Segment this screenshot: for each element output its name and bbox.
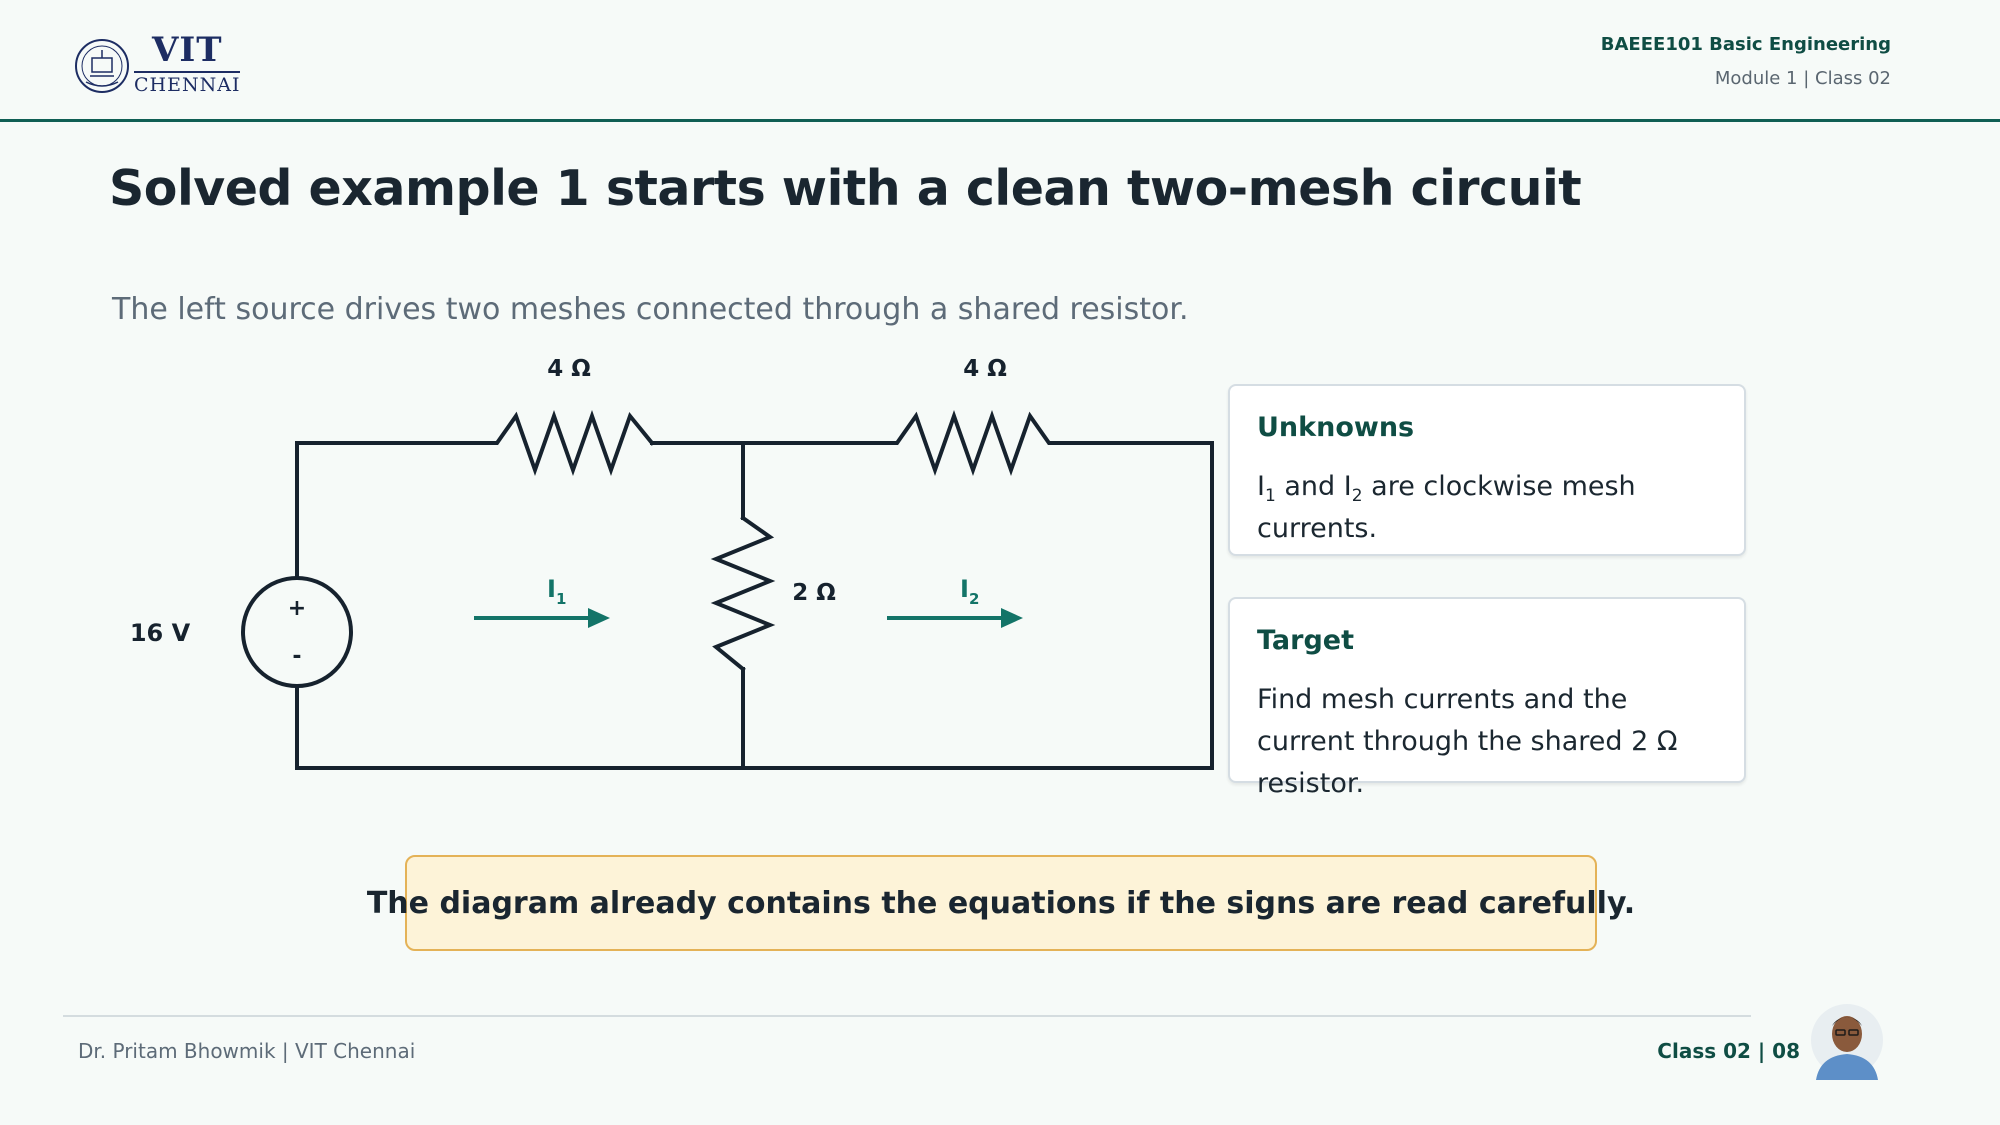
resistor-top-left: [480, 409, 655, 477]
vit-emblem-icon: [75, 39, 129, 93]
callout-text: The diagram already contains the equatio…: [366, 885, 1636, 921]
resistor-top-right-label: 4 Ω: [963, 356, 1007, 382]
target-heading: Target: [1257, 625, 1355, 656]
callout-box: [405, 855, 1597, 951]
logo-chennai-text: CHENNAI: [134, 74, 241, 96]
course-name: BAEEE101 Basic Engineering: [1600, 34, 1891, 55]
voltage-source: [241, 576, 353, 688]
footer-author: Dr. Pritam Bhowmik | VIT Chennai: [78, 1039, 416, 1063]
two-mesh-circuit-diagram: + - 16 V 4 Ω 4 Ω 2 Ω I1 I2: [130, 356, 1214, 770]
mesh-2-label: I2: [960, 575, 979, 608]
resistor-top-left-label: 4 Ω: [547, 356, 591, 382]
resistor-top-right: [873, 409, 1068, 477]
resistor-shared: [710, 515, 776, 672]
logo-vit-text: VIT: [152, 30, 223, 70]
mesh-1-arrow: [474, 608, 610, 628]
source-plus-sign: +: [288, 596, 306, 621]
slide-subtitle: The left source drives two meshes connec…: [112, 292, 1189, 327]
mesh-1-label: I1: [547, 575, 566, 608]
unknowns-card: [1228, 384, 1746, 556]
module-class: Module 1 | Class 02: [1714, 68, 1891, 89]
slide-title: Solved example 1 starts with a clean two…: [109, 160, 1582, 217]
source-voltage-label: 16 V: [130, 619, 191, 647]
header-divider: [0, 119, 2000, 122]
unknowns-body: I1 and I2 are clockwise mesh currents.: [1257, 471, 1636, 544]
resistor-shared-label: 2 Ω: [792, 580, 836, 606]
target-body: Find mesh currents and the current throu…: [1257, 684, 1678, 799]
footer-divider: [63, 1015, 1751, 1017]
unknowns-heading: Unknowns: [1257, 412, 1415, 443]
presenter-avatar: [1811, 1004, 1883, 1080]
source-minus-sign: -: [292, 644, 301, 669]
footer-class-page: Class 02 | 08: [1657, 1039, 1800, 1063]
logo-divider: [134, 71, 240, 73]
target-card: [1228, 597, 1746, 783]
mesh-2-arrow: [887, 608, 1023, 628]
